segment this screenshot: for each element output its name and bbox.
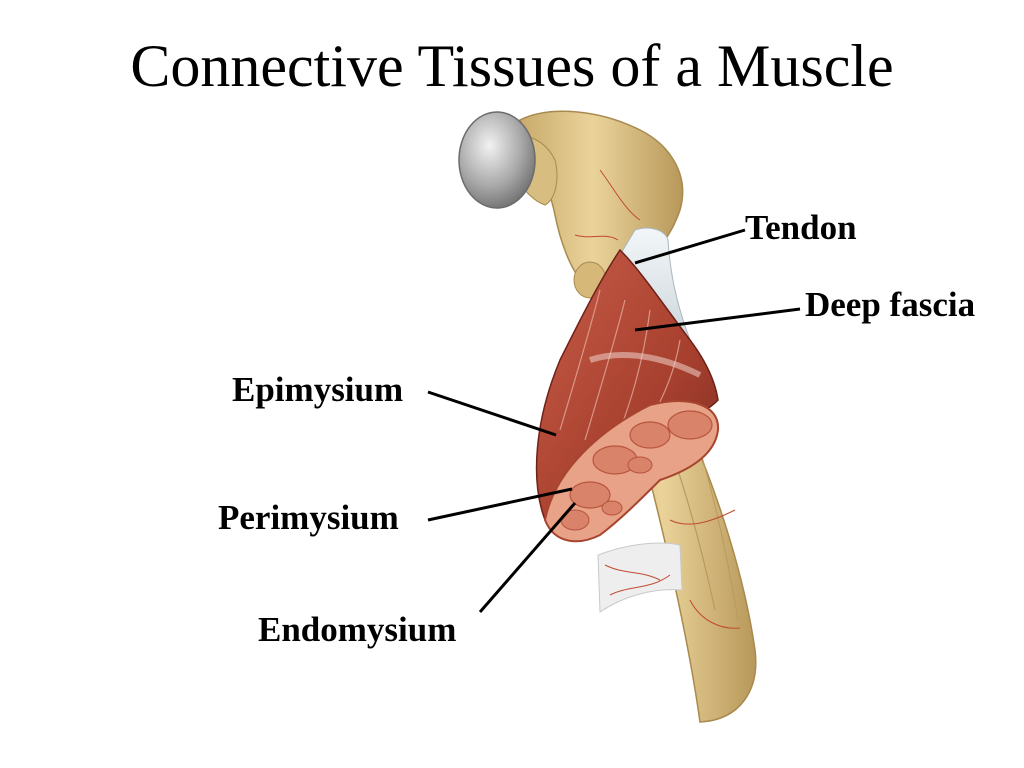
label-deep-fascia: Deep fascia bbox=[805, 285, 976, 324]
label-endomysium: Endomysium bbox=[258, 610, 457, 649]
label-epimysium: Epimysium bbox=[232, 370, 404, 409]
fascia-band bbox=[597, 542, 683, 613]
leader-lines bbox=[427, 228, 801, 613]
slide-title: Connective Tissues of a Muscle bbox=[130, 33, 894, 99]
label-perimysium: Perimysium bbox=[218, 498, 399, 537]
label-tendon: Tendon bbox=[745, 208, 857, 247]
muscle-cross-section bbox=[543, 400, 720, 543]
femoral-head bbox=[458, 111, 536, 209]
